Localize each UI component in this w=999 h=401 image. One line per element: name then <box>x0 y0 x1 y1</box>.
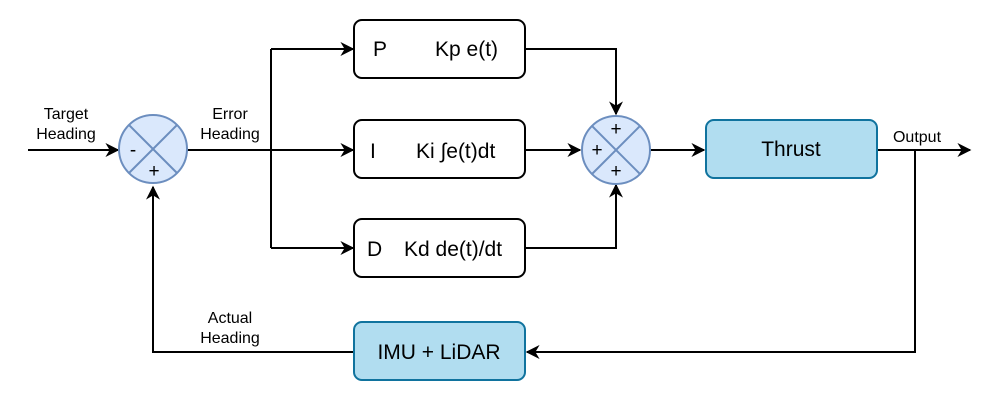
summing-junction-2-cross-b <box>591 125 641 175</box>
i-term-box <box>353 119 526 179</box>
summing-junction-2-plus-left: + <box>591 140 602 161</box>
i-term-block: I Ki ∫e(t)dt <box>353 119 526 179</box>
actual-heading-feedback-arrow <box>146 185 354 353</box>
i-term-expression: Ki ∫e(t)dt <box>416 140 495 163</box>
p-term-letter: P <box>373 38 387 61</box>
summing-junction-1: - + <box>118 114 188 184</box>
error-heading-label-line1: Error <box>212 106 248 123</box>
summing-junction-1-minus: - <box>130 140 136 161</box>
sensor-label: IMU + LiDAR <box>377 341 500 364</box>
actual-heading-label-line2: Heading <box>200 330 260 347</box>
p-term-block: P Kp e(t) <box>353 19 526 79</box>
p-term-box <box>353 19 526 79</box>
target-heading-label-line1: Target <box>44 106 89 123</box>
thrust-block: Thrust <box>705 119 878 179</box>
summing-junction-2: + + + <box>581 115 651 185</box>
summing-junction-2-plus-top: + <box>610 119 621 140</box>
summing-junction-2-plus-bottom: + <box>610 161 621 182</box>
p-to-summer-arrow <box>525 48 623 116</box>
summing-junction-1-cross-b <box>128 124 178 174</box>
output-label: Output <box>893 129 942 146</box>
d-term-block: D Kd de(t)/dt <box>353 218 526 278</box>
d-to-summer-arrow <box>525 183 623 249</box>
error-heading-label-line2: Heading <box>200 126 260 143</box>
d-term-letter: D <box>367 238 382 261</box>
target-heading-label-line2: Heading <box>36 126 96 143</box>
sensor-box <box>353 321 526 381</box>
d-term-box <box>353 218 526 278</box>
actual-heading-label-line1: Actual <box>208 310 252 327</box>
i-term-letter: I <box>370 140 376 163</box>
d-term-expression: Kd de(t)/dt <box>404 238 502 261</box>
p-term-expression: Kp e(t) <box>435 38 498 61</box>
feedback-to-sensor-arrow <box>525 150 916 359</box>
thrust-label: Thrust <box>761 138 821 161</box>
sensor-block: IMU + LiDAR <box>353 321 526 381</box>
thrust-box <box>705 119 878 179</box>
summing-junction-1-plus: + <box>148 161 159 182</box>
